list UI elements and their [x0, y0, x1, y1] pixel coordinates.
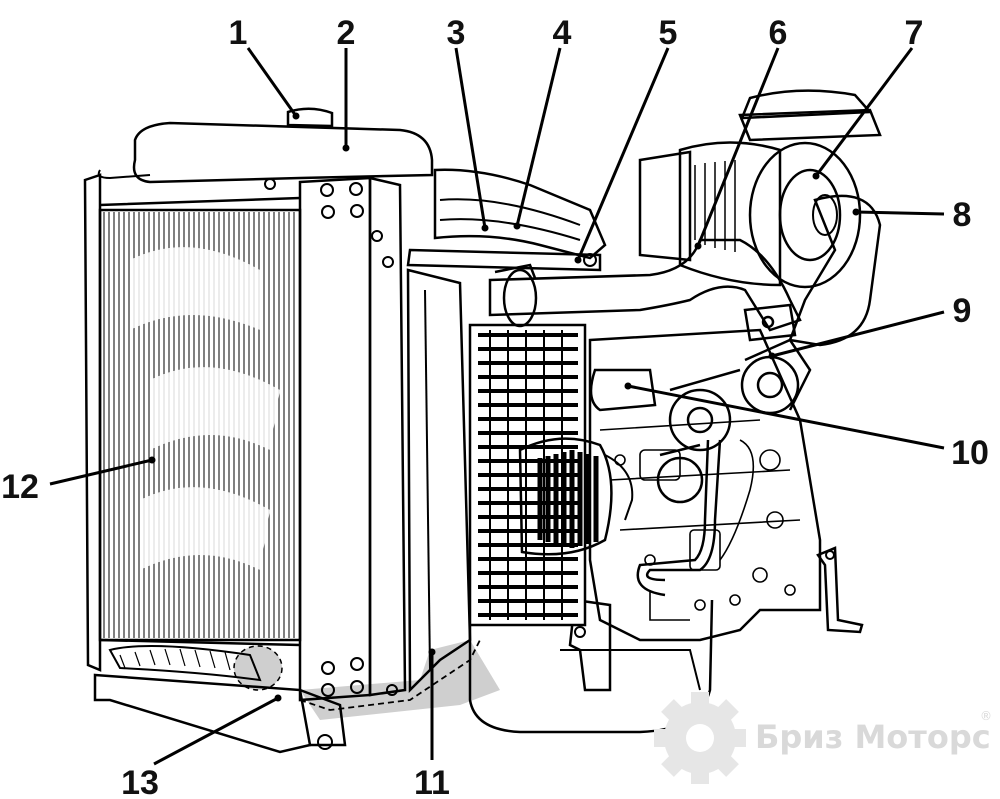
callout-2: 2 — [337, 14, 356, 52]
engine-mount-bracket — [816, 546, 864, 634]
oil-pan-lip — [560, 649, 701, 691]
leader-line-6 — [696, 47, 780, 247]
lower-mount-bracket — [568, 598, 612, 692]
watermark: Бриз Моторс ® — [654, 692, 992, 784]
leader-line-4 — [515, 47, 562, 227]
leader-line-10 — [627, 384, 945, 450]
callout-5: 5 — [659, 14, 678, 52]
callout-11: 11 — [414, 764, 450, 799]
leader-line-12 — [49, 458, 153, 486]
base-frame — [93, 673, 312, 754]
intake-elbow — [788, 194, 882, 347]
leader-line-7 — [814, 47, 914, 177]
callout-10: 10 — [951, 434, 989, 472]
air-cleaner — [638, 89, 882, 289]
top-hose — [433, 168, 607, 260]
callout-13: 13 — [121, 764, 159, 799]
radiator-core — [98, 208, 302, 642]
leader-line-1 — [246, 47, 298, 117]
watermark-text: Бриз Моторс — [755, 718, 991, 756]
shroud-dashed-outline — [299, 639, 481, 711]
filler-cap — [286, 107, 334, 128]
hose-clamps — [494, 263, 797, 342]
fan-shroud — [406, 268, 472, 694]
engine-illustration — [83, 89, 882, 754]
radiator-side-plate — [298, 176, 372, 702]
leader-line-3 — [454, 47, 487, 229]
callout-3: 3 — [447, 14, 466, 52]
turbocharger — [589, 338, 812, 415]
callout-1: 1 — [229, 14, 248, 52]
callout-12: 12 — [1, 468, 39, 506]
radiator-top-tank — [132, 121, 434, 184]
charge-air-pipe — [488, 238, 802, 332]
pump-shading — [233, 645, 283, 691]
callout-7: 7 — [905, 14, 924, 52]
leader-line-13 — [153, 696, 279, 766]
callout-numbers: 1 2 3 4 5 6 7 8 9 10 11 12 13 — [1, 14, 989, 799]
leader-line-5 — [576, 47, 670, 261]
leader-line-9 — [771, 310, 945, 358]
coolant-hose — [645, 439, 722, 582]
callout-4: 4 — [553, 14, 572, 52]
leader-line-8 — [855, 210, 945, 216]
leader-lines — [49, 47, 945, 766]
callout-6: 6 — [769, 14, 788, 52]
engine-block-shading — [300, 640, 500, 720]
gear-logo-icon — [654, 692, 746, 784]
lower-fan-assembly — [108, 645, 262, 682]
crank-pulley — [656, 368, 741, 504]
radiator-left-frame — [83, 173, 102, 672]
callout-8: 8 — [953, 196, 972, 234]
watermark-registered-mark: ® — [980, 709, 992, 723]
callout-9: 9 — [953, 292, 972, 330]
intercooler-grille — [468, 323, 587, 627]
alternator-housing — [518, 437, 634, 556]
